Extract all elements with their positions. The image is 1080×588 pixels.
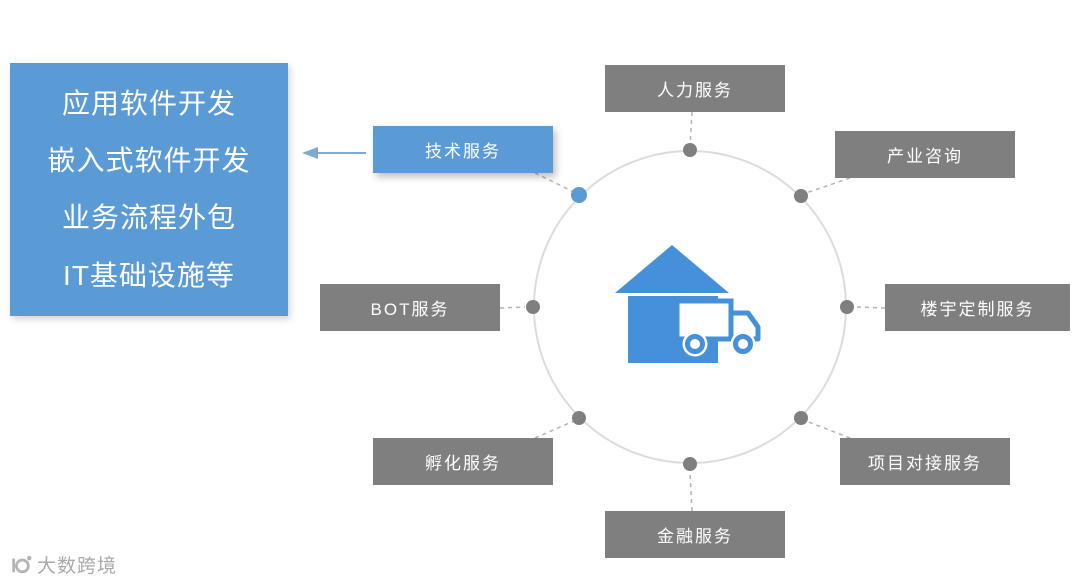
- detail-line: 应用软件开发: [61, 87, 236, 119]
- dot-right: [840, 300, 854, 314]
- detail-line: 业务流程外包: [61, 202, 236, 234]
- node-label: 项目对接服务: [868, 454, 982, 473]
- arrow-to-detail: [302, 147, 366, 159]
- dot-bottom-left: [572, 411, 586, 425]
- node-label: 孵化服务: [425, 454, 501, 473]
- node-human-resources-services: 人力服务: [605, 65, 785, 112]
- detail-line: 嵌入式软件开发: [47, 145, 251, 177]
- dot-top-right: [794, 189, 808, 203]
- node-label: BOT服务: [370, 300, 450, 319]
- node-label: 人力服务: [657, 81, 733, 100]
- node-building-customization-services: 楼宇定制服务: [885, 284, 1070, 331]
- node-incubation-services: 孵化服务: [373, 438, 553, 485]
- dot-left: [526, 300, 540, 314]
- building-truck-svg: [615, 245, 761, 363]
- watermark-logo-icon: [12, 555, 32, 573]
- node-label: 金融服务: [657, 527, 733, 546]
- node-label: 楼宇定制服务: [920, 300, 1035, 319]
- watermark: 大数跨境: [10, 551, 117, 578]
- watermark-text: 大数跨境: [37, 556, 118, 577]
- tech-services-detail-box: 应用软件开发 嵌入式软件开发 业务流程外包 IT基础设施等: [10, 63, 288, 316]
- node-financial-services: 金融服务: [605, 511, 785, 558]
- node-label: 产业咨询: [887, 147, 963, 166]
- house-roof: [615, 245, 729, 293]
- detail-line: IT基础设施等: [63, 259, 235, 291]
- node-dots: [526, 143, 854, 471]
- dot-bottom-right: [794, 411, 808, 425]
- truck-icon: [674, 298, 761, 357]
- node-project-matching-services: 项目对接服务: [840, 438, 1010, 485]
- node-bot-services: BOT服务: [320, 284, 500, 331]
- building-truck-icon: [615, 243, 765, 368]
- dot-bottom: [683, 457, 697, 471]
- dashed-connectors: [499, 111, 886, 512]
- dot-top: [683, 143, 697, 157]
- dot-top-left-highlighted: [571, 187, 587, 203]
- node-industry-consulting: 产业咨询: [835, 131, 1015, 178]
- node-technical-services: 技术服务: [373, 126, 553, 173]
- node-label: 技术服务: [425, 142, 501, 161]
